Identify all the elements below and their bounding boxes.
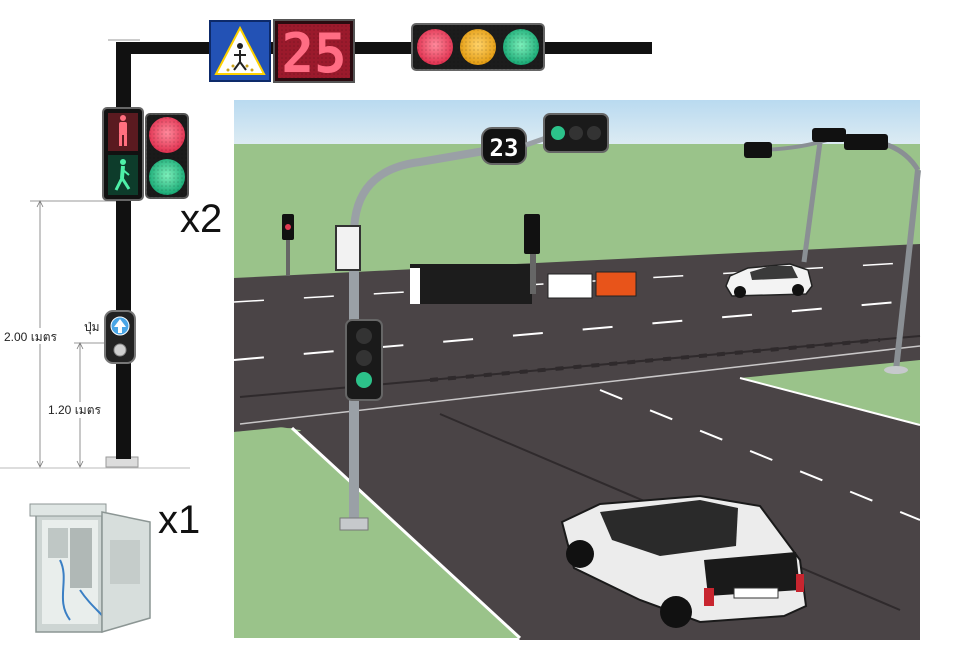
car-far xyxy=(725,263,813,298)
scene-countdown-digits: 23 xyxy=(490,134,519,162)
pole-shaft xyxy=(116,44,131,459)
scene-side-signal xyxy=(345,319,383,401)
countdown-timer: 25 xyxy=(273,19,355,85)
countdown-digits: 25 xyxy=(281,22,346,85)
height-1-2m-label: 1.20 เมตร xyxy=(48,403,101,417)
up-arrow-icon xyxy=(114,319,126,333)
scene-overhead-signal xyxy=(543,113,609,153)
overhead-signal-head xyxy=(411,23,545,71)
signal-quantity-label: x2 xyxy=(180,197,222,241)
pedestrian-crossing-sign xyxy=(209,20,271,82)
car-foreground xyxy=(560,494,808,628)
green-walking-man-icon xyxy=(114,159,131,191)
mast-arm xyxy=(116,42,652,54)
pedestrian-push-button xyxy=(104,310,136,364)
scene-countdown: 23 xyxy=(481,127,527,165)
cabinet-quantity-label: x1 xyxy=(158,498,200,542)
pedestrian-signal-head xyxy=(102,107,144,201)
signal-pole-elevation: 25 xyxy=(0,19,652,469)
intersection-scene: 23 xyxy=(233,100,921,640)
right-grass xyxy=(740,360,920,425)
scene-signal-mast: 23 xyxy=(335,113,609,531)
vehicle-signal-head xyxy=(145,113,189,199)
red-standing-man-icon xyxy=(119,115,127,146)
left-grass xyxy=(234,428,520,638)
push-button-label: ปุ่ม xyxy=(84,320,100,335)
water-barrier-row xyxy=(410,264,532,304)
controller-cabinet xyxy=(29,503,151,633)
height-2m-label: 2.00 เมตร xyxy=(4,330,57,344)
